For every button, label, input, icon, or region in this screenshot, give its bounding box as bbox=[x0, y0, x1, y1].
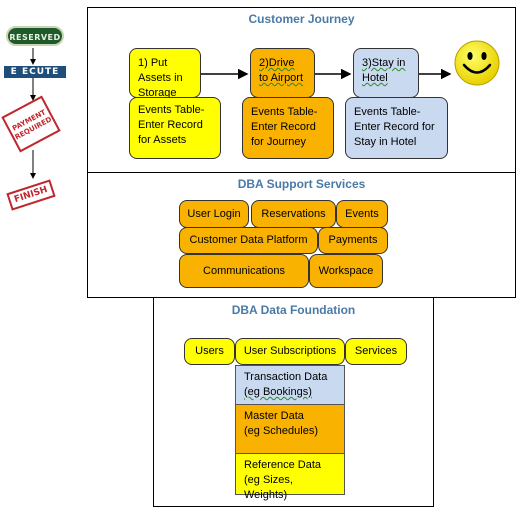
journey-flow-arrows bbox=[201, 68, 452, 80]
execute-stamp: E ECUTE bbox=[4, 66, 66, 78]
foundation-user-subscriptions: User Subscriptions bbox=[235, 338, 345, 365]
support-services-panel: DBA Support Services User Login Reservat… bbox=[87, 172, 516, 298]
journey-step-1-events: Events Table-Enter Record for Assets bbox=[129, 97, 221, 159]
support-communications: Communications bbox=[179, 254, 309, 288]
support-events: Events bbox=[336, 200, 388, 228]
foundation-reference-data: Reference Data (eg Sizes, Weights) bbox=[235, 453, 345, 501]
smiley-face-icon bbox=[454, 40, 500, 86]
support-reservations: Reservations bbox=[251, 200, 336, 228]
foundation-users: Users bbox=[184, 338, 235, 365]
foundation-services: Services bbox=[345, 338, 407, 365]
support-payments: Payments bbox=[318, 227, 388, 254]
master-data-label: Master Data bbox=[244, 410, 304, 422]
customer-journey-panel: Customer Journey 1) Put Assets in Storag… bbox=[87, 7, 516, 173]
stamps-column: RESERVED E ECUTE PAYMENT REQUIRED FINISH bbox=[0, 0, 75, 230]
transaction-data-label: Transaction Data bbox=[244, 371, 328, 383]
master-data-example: (eg Schedules) bbox=[244, 425, 318, 437]
journey-step-2-label: 2)Drive to Airport bbox=[259, 57, 304, 84]
journey-step-3-events: Events Table-Enter Record for Stay in Ho… bbox=[345, 97, 448, 159]
support-services-title: DBA Support Services bbox=[237, 177, 366, 191]
customer-journey-title: Customer Journey bbox=[248, 12, 355, 26]
reference-data-label: Reference Data bbox=[244, 459, 322, 471]
support-user-login: User Login bbox=[179, 200, 249, 228]
support-customer-data-platform: Customer Data Platform bbox=[179, 227, 318, 254]
reference-data-example: (eg Sizes, Weights) bbox=[244, 474, 293, 501]
support-workspace: Workspace bbox=[309, 254, 383, 288]
journey-step-3-label: 3)Stay in Hotel bbox=[362, 57, 406, 84]
journey-step-1: 1) Put Assets in Storage bbox=[129, 48, 201, 99]
journey-step-2-events: Events Table-Enter Record for Journey bbox=[242, 97, 334, 159]
foundation-master-data: Master Data (eg Schedules) bbox=[235, 404, 345, 454]
data-foundation-title: DBA Data Foundation bbox=[231, 303, 356, 317]
foundation-transaction-data: Transaction Data (eg Bookings) bbox=[235, 365, 345, 405]
stamps-connector-arrows bbox=[30, 48, 36, 179]
data-foundation-panel: DBA Data Foundation Users User Subscript… bbox=[153, 297, 434, 507]
transaction-data-example: (eg Bookings) bbox=[244, 386, 312, 398]
journey-step-3: 3)Stay in Hotel bbox=[353, 48, 419, 98]
reserved-stamp: RESERVED bbox=[6, 26, 64, 46]
journey-step-2: 2)Drive to Airport bbox=[250, 48, 315, 98]
